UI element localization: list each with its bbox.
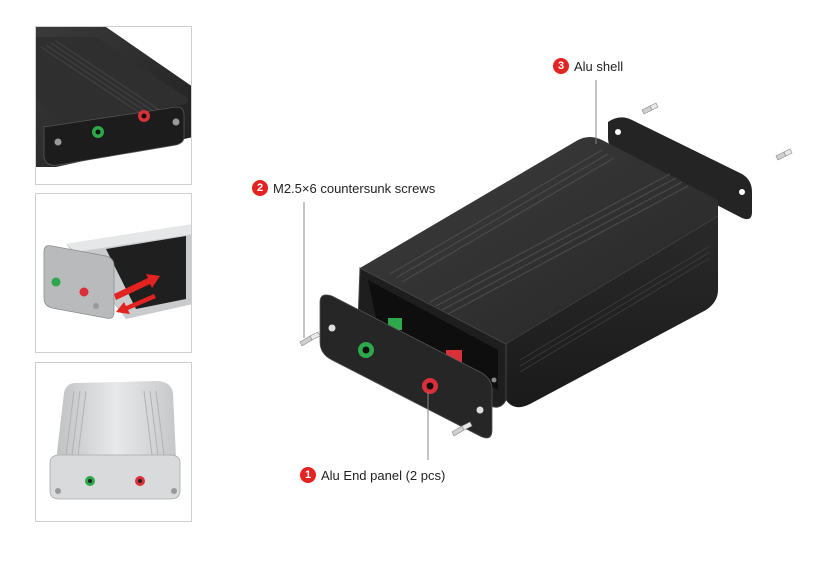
callout-alu-end-panel: 1 Alu End panel (2 pcs) xyxy=(300,467,445,483)
thumbnail-assembly[interactable] xyxy=(35,193,192,353)
back-end-panel xyxy=(608,117,752,220)
front-end-panel xyxy=(319,294,493,439)
thumbnail-black-enclosure[interactable] xyxy=(35,26,192,185)
silver-enclosure-image xyxy=(49,381,181,500)
screw-icon xyxy=(775,148,793,161)
callout-alu-shell: 3 Alu shell xyxy=(553,58,623,74)
callout-countersunk-screws: 2 M2.5×6 countersunk screws xyxy=(252,180,435,196)
screw-icon xyxy=(299,331,321,347)
screw-icon xyxy=(641,102,659,115)
callout-label: Alu shell xyxy=(574,58,624,74)
screw-icon xyxy=(451,421,473,437)
callout-number-badge: 1 xyxy=(300,467,316,483)
thumbnail-silver-enclosure[interactable] xyxy=(35,362,192,522)
callout-number-badge: 2 xyxy=(252,180,268,196)
callout-label: Alu End panel (2 pcs) xyxy=(321,467,446,483)
callout-label: M2.5×6 countersunk screws xyxy=(273,180,436,196)
callout-number-badge: 3 xyxy=(553,58,569,74)
assembly-image xyxy=(43,224,191,319)
black-enclosure-image xyxy=(36,27,191,167)
exploded-view-illustration xyxy=(299,80,793,460)
shell-ribs xyxy=(389,149,689,315)
